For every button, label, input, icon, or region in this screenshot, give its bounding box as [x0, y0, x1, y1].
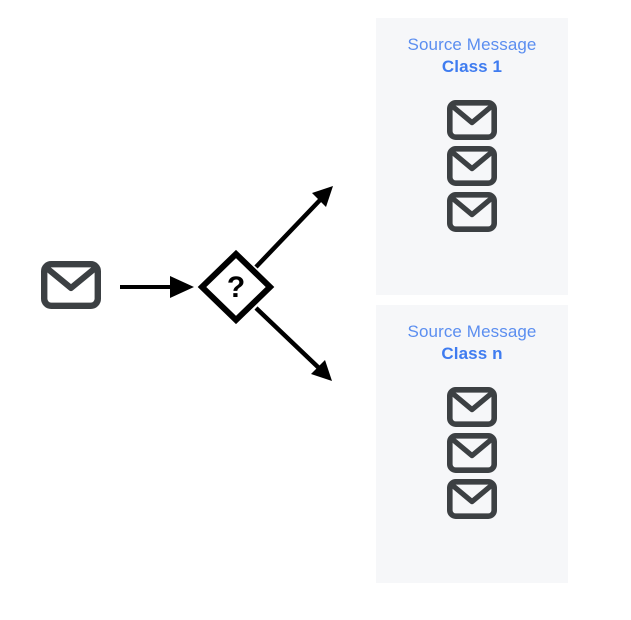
class-panel-1: Source Message Class 1 [376, 18, 568, 295]
message-envelope-icon [447, 145, 497, 186]
message-envelope-icon [447, 432, 497, 473]
source-envelope-icon [41, 261, 101, 309]
class-panel-1-subtitle: Class 1 [441, 56, 503, 76]
class-panel-n-message-list [376, 386, 568, 519]
class-panel-n-subtitle: Class n [441, 343, 503, 363]
svg-text:?: ? [227, 271, 245, 304]
decision-diamond-icon: ? [197, 249, 275, 325]
class-panel-n-title: Source Message [407, 322, 537, 341]
message-envelope-icon [447, 386, 497, 427]
arrow-source-to-decision [120, 276, 194, 298]
message-envelope-icon [447, 191, 497, 232]
class-panel-n: Source Message Class n [376, 305, 568, 583]
arrow-decision-to-class-n [254, 306, 332, 381]
class-panel-1-header: Source Message Class 1 [376, 18, 568, 78]
class-panel-n-header: Source Message Class n [376, 305, 568, 365]
class-panel-1-title: Source Message [407, 35, 537, 54]
arrow-decision-to-class-1 [254, 186, 333, 269]
class-panel-1-message-list [376, 99, 568, 232]
message-envelope-icon [447, 478, 497, 519]
message-envelope-icon [447, 99, 497, 140]
